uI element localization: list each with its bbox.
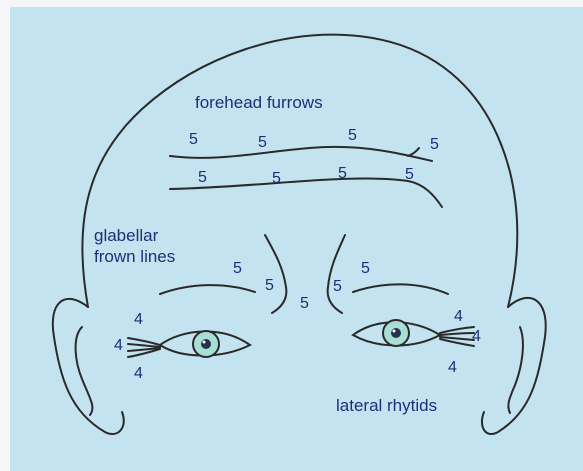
glabellar-line-left [265,235,286,313]
glabellar-grade: 5 [265,278,274,294]
furrow-row2-grade: 5 [198,170,207,186]
furrow-row2-grade: 5 [405,167,414,183]
furrow-row1-grade: 5 [348,128,357,144]
left-pupil [201,339,211,349]
glabellar-line-right [328,235,345,313]
right-ear [482,298,546,434]
furrow-row1-grade: 5 [258,135,267,151]
lateral-left-grade: 4 [114,338,123,354]
right-brow [353,284,448,294]
left-ear [53,299,124,434]
right-pupil [391,328,401,338]
furrow-row1-grade: 5 [430,137,439,153]
lateral-right-grade: 4 [454,309,463,325]
forehead-furrow-1-upturn [408,148,419,156]
furrow-row1-grade: 5 [189,132,198,148]
lateral-rhytids-label: lateral rhytids [336,396,437,416]
lateral-left-grade: 4 [134,366,143,382]
face-wrinkle-diagram: forehead furrows glabellar frown lines l… [10,7,583,471]
glabellar-grade: 5 [233,261,242,277]
forehead-furrow-2 [170,179,442,207]
rhytid-right-2 [440,333,474,335]
right-ear-inner [508,327,523,413]
right-pupil-highlight [393,330,396,333]
forehead-furrow-1 [170,147,432,161]
glabellar-grade: 5 [361,261,370,277]
furrow-row2-grade: 5 [272,171,281,187]
furrow-row2-grade: 5 [338,166,347,182]
left-brow [160,285,255,294]
lateral-right-grade: 4 [472,329,481,345]
left-pupil-highlight [203,341,206,344]
forehead-furrows-label: forehead furrows [195,93,323,113]
lateral-left-grade: 4 [134,312,143,328]
left-ear-inner [76,327,93,415]
glabellar-label-line1: glabellar [94,226,158,246]
lateral-right-grade: 4 [448,360,457,376]
glabellar-grade: 5 [300,296,309,312]
glabellar-grade: 5 [333,279,342,295]
glabellar-label-line2: frown lines [94,247,175,267]
